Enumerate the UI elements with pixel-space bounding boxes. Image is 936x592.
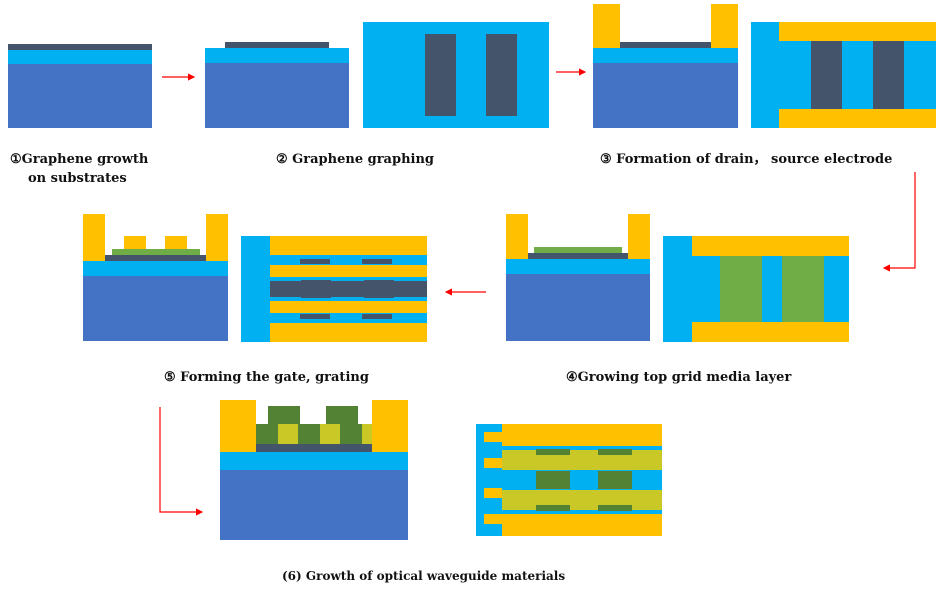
flow-arrow-3 — [882, 172, 916, 272]
step6-cross-section — [220, 400, 408, 540]
step5-top-view — [241, 236, 427, 342]
step6-top-view — [476, 424, 662, 536]
step4-caption: ④Growing top grid media layer — [566, 368, 791, 387]
step2-cross-section — [205, 42, 349, 128]
step5-cross-section — [83, 214, 228, 341]
step4-cross-section — [506, 214, 650, 341]
step2-caption-line1: ② Graphene graphing — [276, 152, 434, 167]
step1-cross-section — [8, 44, 152, 128]
step6-caption: (6) Growth of optical waveguide material… — [282, 567, 565, 586]
step6-caption-line1: (6) Growth of optical waveguide material… — [282, 569, 566, 583]
step3-top-view — [751, 22, 936, 128]
step5-caption: ⑤ Forming the gate, grating — [164, 368, 369, 387]
step5-caption-line1: ⑤ Forming the gate, grating — [164, 370, 369, 385]
step1-caption-line2: on substrates — [28, 171, 127, 186]
step3-caption: ③ Formation of drain， source electrode — [600, 150, 892, 169]
step3-caption-line1: ③ Formation of drain， source electrode — [600, 152, 893, 167]
step4-caption-line1: ④Growing top grid media layer — [566, 370, 792, 385]
flow-arrow-5 — [159, 407, 204, 516]
step1-caption-line1: ①Graphene growth — [10, 152, 149, 167]
step4-top-view — [663, 236, 849, 342]
step3-cross-section — [593, 4, 738, 128]
step2-top-view — [363, 22, 549, 128]
step2-caption: ② Graphene graphing — [276, 150, 434, 169]
step1-caption: ①Graphene growth on substrates — [10, 150, 148, 188]
